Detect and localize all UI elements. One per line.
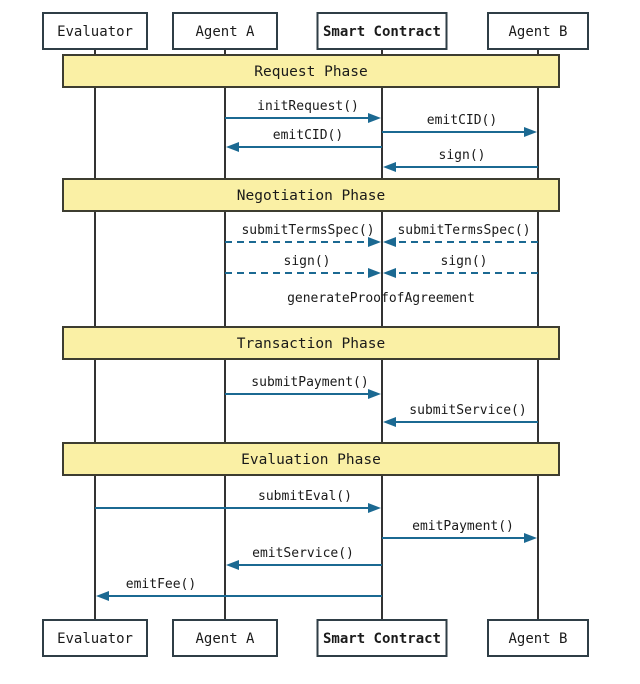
actor-label-agent-a-bottom: Agent A xyxy=(195,631,255,647)
phase-label-transaction: Transaction Phase xyxy=(237,336,385,352)
actor-label-smart-contract-bottom: Smart Contract xyxy=(323,631,441,647)
actor-label-agent-b-top: Agent B xyxy=(508,24,567,40)
actor-label-smart-contract-top: Smart Contract xyxy=(323,24,441,40)
message-arrowhead xyxy=(226,142,239,152)
message-label: submitTermsSpec() xyxy=(397,223,530,238)
message-arrowhead xyxy=(383,237,396,247)
actor-label-agent-b-bottom: Agent B xyxy=(508,631,567,647)
message-arrowhead xyxy=(368,113,381,123)
message-arrowhead xyxy=(383,162,396,172)
note-label: generateProofofAgreement xyxy=(287,291,475,306)
message-arrowhead xyxy=(383,417,396,427)
phase-label-request: Request Phase xyxy=(254,64,368,80)
message-label: emitFee() xyxy=(126,577,196,592)
message-label: sign() xyxy=(439,148,486,163)
message-label: submitEval() xyxy=(258,489,352,504)
message-arrowhead xyxy=(368,389,381,399)
message-arrowhead xyxy=(226,560,239,570)
message-arrowhead xyxy=(383,268,396,278)
message-label: emitPayment() xyxy=(412,519,514,534)
phase-label-evaluation: Evaluation Phase xyxy=(241,452,381,468)
message-arrowhead xyxy=(524,127,537,137)
actor-box-smart-contract-top xyxy=(316,12,448,50)
message-label: initRequest() xyxy=(257,99,359,114)
message-label: submitTermsSpec() xyxy=(241,223,374,238)
message-arrowhead xyxy=(368,237,381,247)
actor-label-evaluator-bottom: Evaluator xyxy=(57,631,133,647)
message-label: submitPayment() xyxy=(251,375,368,390)
phase-band-request xyxy=(62,54,560,88)
message-label: emitService() xyxy=(252,546,354,561)
actor-label-evaluator-top: Evaluator xyxy=(57,24,133,40)
actor-box-smart-contract-bottom xyxy=(316,619,448,657)
message-arrowhead xyxy=(96,591,109,601)
phase-label-negotiation: Negotiation Phase xyxy=(237,188,385,204)
actor-box-agent-b-bottom xyxy=(487,619,589,657)
phase-band-negotiation xyxy=(62,178,560,212)
message-label: emitCID() xyxy=(427,113,497,128)
actor-box-agent-a-bottom xyxy=(172,619,278,657)
phase-band-evaluation xyxy=(62,442,560,476)
message-label: submitService() xyxy=(409,403,526,418)
actor-box-evaluator-top xyxy=(42,12,148,50)
message-label: sign() xyxy=(441,254,488,269)
message-arrowhead xyxy=(368,268,381,278)
actor-label-agent-a-top: Agent A xyxy=(195,24,255,40)
message-label: sign() xyxy=(284,254,331,269)
message-arrowhead xyxy=(524,533,537,543)
message-label: emitCID() xyxy=(273,128,343,143)
actor-box-evaluator-bottom xyxy=(42,619,148,657)
message-arrowhead xyxy=(368,503,381,513)
actor-box-agent-a-top xyxy=(172,12,278,50)
phase-band-transaction xyxy=(62,326,560,360)
actor-box-agent-b-top xyxy=(487,12,589,50)
